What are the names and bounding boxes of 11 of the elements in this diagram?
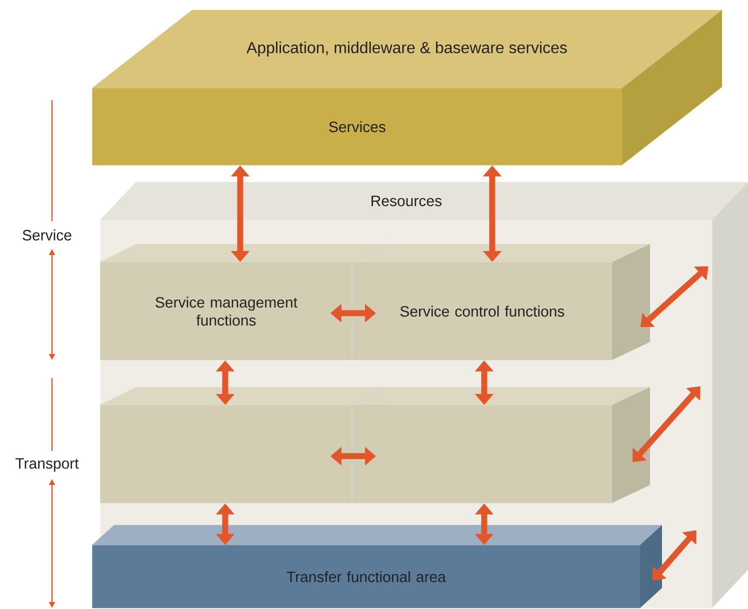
node-label: Resources: [372, 196, 442, 206]
function-box: [352, 386, 650, 504]
axis-label: Service: [21, 228, 74, 242]
face-label: Application, middleware & baseware services: [246, 42, 567, 56]
node-label: Service management functions: [156, 296, 298, 326]
function-box: Service control functions: [352, 244, 650, 360]
axis-label: Transport: [14, 457, 80, 473]
node-label: Service control functions: [400, 306, 564, 317]
transfer-area-block: Transfer functional area: [92, 524, 662, 608]
node-label: Services: [329, 121, 386, 132]
services-block: Application, middleware & baseware services Services: [92, 10, 722, 166]
